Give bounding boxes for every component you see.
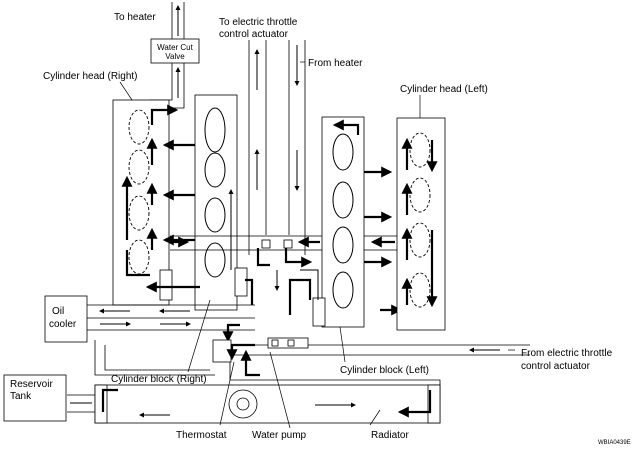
label-cylinder-block-right: Cylinder block (Right) bbox=[111, 374, 207, 385]
label-radiator: Radiator bbox=[371, 430, 409, 441]
label-water-pump: Water pump bbox=[252, 430, 307, 441]
cylinder-block-left bbox=[288, 116, 403, 328]
throttle-heater-pipes bbox=[248, 40, 306, 255]
label-to-heater: To heater bbox=[114, 12, 156, 23]
cylinder-head-right bbox=[112, 99, 179, 306]
oil-cooler bbox=[44, 295, 255, 343]
water-cut-valve bbox=[150, 38, 200, 64]
radiator bbox=[67, 384, 441, 424]
label-thermostat: Thermostat bbox=[176, 430, 227, 441]
label-cylinder-head-left: Cylinder head (Left) bbox=[400, 84, 488, 95]
label-to-throttle: To electric throttle bbox=[219, 17, 298, 28]
label-reservoir-tank-line2: Tank bbox=[10, 391, 32, 402]
label-water-cut-valve: Water Cut bbox=[157, 43, 193, 52]
label-to-throttle-line2: control actuator bbox=[219, 29, 289, 40]
label-oil-cooler-line2: cooler bbox=[49, 319, 77, 330]
label-from-throttle: From electric throttle bbox=[521, 348, 613, 359]
label-from-heater: From heater bbox=[308, 58, 363, 69]
label-cylinder-head-right: Cylinder head (Right) bbox=[43, 71, 138, 82]
label-oil-cooler: Oil bbox=[52, 306, 64, 317]
cylinder-block-right bbox=[145, 94, 254, 311]
label-cylinder-block-left: Cylinder block (Left) bbox=[340, 365, 429, 376]
throttle-return-pipe bbox=[215, 337, 530, 356]
reservoir-tank bbox=[3, 374, 67, 422]
figure-code: WBIA0439E bbox=[598, 440, 631, 446]
cylinder-head-left bbox=[396, 117, 446, 331]
label-reservoir-tank: Reservoir bbox=[10, 379, 53, 390]
thermostat-housing bbox=[94, 339, 255, 376]
leader-lines bbox=[119, 61, 515, 429]
label-water-cut-valve-line2: Valve bbox=[165, 52, 185, 61]
label-from-throttle-line2: control actuator bbox=[521, 361, 591, 372]
